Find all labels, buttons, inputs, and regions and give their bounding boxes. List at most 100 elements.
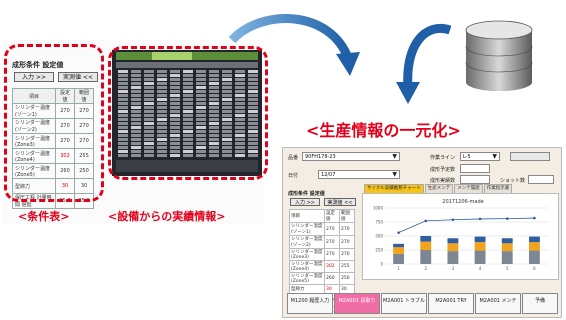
monitor-cell bbox=[196, 142, 206, 145]
line-select[interactable]: L-5 ▼ bbox=[460, 152, 500, 161]
monitor-cell bbox=[222, 110, 232, 113]
monitor-cell bbox=[157, 154, 167, 157]
monitor-cell bbox=[170, 110, 180, 113]
bottom-button-history[interactable]: M1200 履歴入力 bbox=[287, 293, 333, 314]
series-line bbox=[398, 217, 535, 234]
planned-count-field[interactable] bbox=[460, 164, 490, 173]
bar bbox=[420, 236, 432, 242]
dropdown-arrow-icon: ▼ bbox=[392, 153, 397, 160]
x-tick-label: 2 bbox=[424, 266, 427, 271]
monitor-cell bbox=[235, 142, 245, 145]
monitor-cell bbox=[183, 106, 193, 109]
monitor-cell bbox=[131, 98, 141, 101]
monitor-cell bbox=[222, 138, 232, 141]
monitor-cell bbox=[248, 70, 258, 73]
monitor-cell bbox=[157, 78, 167, 81]
monitor-cell bbox=[131, 82, 141, 85]
ps-cell: 項目 bbox=[289, 209, 325, 223]
monitor-cell bbox=[235, 138, 245, 141]
bar bbox=[501, 251, 513, 264]
actual-count-field[interactable] bbox=[460, 175, 490, 184]
bottom-button-label: M2A001 トラブル bbox=[382, 298, 426, 304]
ps-cell: 270 bbox=[324, 222, 340, 236]
line-point bbox=[397, 231, 400, 234]
dropdown-arrow-icon: ▼ bbox=[492, 153, 497, 160]
monitor-cell bbox=[183, 102, 193, 105]
bottom-button-try[interactable]: M2A001 TRY bbox=[428, 293, 474, 314]
monitor-cell bbox=[222, 150, 232, 153]
monitor-cell bbox=[196, 78, 206, 81]
monitor-cell bbox=[157, 94, 167, 97]
monitor-cell bbox=[196, 106, 206, 109]
monitor-cell bbox=[183, 86, 193, 89]
equipment-monitor-graphic bbox=[112, 50, 262, 176]
monitor-cell bbox=[118, 146, 128, 149]
date-label: 日付 bbox=[288, 173, 299, 179]
monitor-cell bbox=[131, 138, 141, 141]
monitor-cell bbox=[157, 150, 167, 153]
chart-title: 20171206-made bbox=[442, 199, 483, 205]
monitor-cell bbox=[170, 138, 180, 141]
monitor-cell bbox=[248, 106, 258, 109]
header-selector[interactable] bbox=[510, 152, 550, 161]
monitor-cell bbox=[235, 114, 245, 117]
monitor-cell bbox=[183, 98, 193, 101]
monitor-cell bbox=[118, 154, 128, 157]
monitor-cell bbox=[235, 146, 245, 149]
input-button[interactable]: 入力 >> bbox=[14, 72, 54, 82]
monitor-cell bbox=[196, 70, 206, 73]
monitor-cell bbox=[209, 74, 219, 77]
monitor-cell bbox=[157, 98, 167, 101]
monitor-cell bbox=[183, 138, 193, 141]
ps-actual-button[interactable]: 実測値 << bbox=[324, 198, 356, 206]
date-select[interactable]: 12/07 ▼ bbox=[318, 170, 400, 179]
monitor-cell bbox=[157, 70, 167, 73]
monitor-cell bbox=[144, 110, 154, 113]
monitor-cell bbox=[196, 110, 206, 113]
monitor-cell bbox=[235, 134, 245, 137]
monitor-cell bbox=[196, 98, 206, 101]
bottom-button-maint[interactable]: M2A001 メンテ bbox=[475, 293, 521, 314]
database-icon bbox=[465, 20, 533, 91]
shot-count-field[interactable] bbox=[528, 175, 554, 184]
monitor-cell bbox=[170, 90, 180, 93]
monitor-cell bbox=[118, 70, 128, 73]
monitor-cell bbox=[222, 74, 232, 77]
part-select[interactable]: 90FH178-23 ▼ bbox=[302, 152, 400, 161]
monitor-cell bbox=[235, 150, 245, 153]
monitor-cell bbox=[196, 130, 206, 133]
monitor-cell bbox=[118, 74, 128, 77]
monitor-cell bbox=[131, 70, 141, 73]
conditions-highlight-frame bbox=[4, 44, 104, 202]
curved-arrow-right-icon bbox=[228, 14, 360, 76]
line-value: L-5 bbox=[463, 154, 471, 160]
monitor-cell bbox=[209, 142, 219, 145]
ps-cell: 250 bbox=[339, 272, 355, 285]
monitor-cell bbox=[170, 134, 180, 137]
monitor-cell bbox=[235, 90, 245, 93]
monitor-cell bbox=[183, 134, 193, 137]
monitor-cell bbox=[209, 134, 219, 137]
bottom-button-spare[interactable]: 予備 bbox=[522, 293, 558, 314]
equipment-highlight-frame bbox=[108, 46, 268, 180]
bottom-button-trouble[interactable]: M2A001 トラブル bbox=[381, 293, 427, 314]
ps-cell: 範囲値 bbox=[339, 209, 355, 223]
ps-input-button[interactable]: 入力 >> bbox=[290, 198, 320, 206]
monitor-cell bbox=[131, 114, 141, 117]
monitor-cell bbox=[118, 82, 128, 85]
monitor-cell bbox=[196, 146, 206, 149]
monitor-cell bbox=[222, 126, 232, 129]
monitor-cell bbox=[157, 82, 167, 85]
actual-value-button[interactable]: 実測値 << bbox=[58, 72, 98, 82]
monitor-cell bbox=[118, 150, 128, 153]
bar bbox=[393, 243, 405, 248]
monitor-cell bbox=[131, 90, 141, 93]
y-tick-label: 0 bbox=[380, 262, 383, 267]
bar bbox=[474, 242, 486, 251]
line-label: 作業ライン bbox=[430, 155, 456, 161]
bottom-button-setup[interactable]: M2A001 段取り bbox=[334, 293, 380, 314]
monitor-cell bbox=[222, 98, 232, 101]
monitor-cell bbox=[235, 78, 245, 81]
monitor-cell bbox=[196, 102, 206, 105]
table-row: 項目設定値範囲値 bbox=[289, 209, 355, 223]
